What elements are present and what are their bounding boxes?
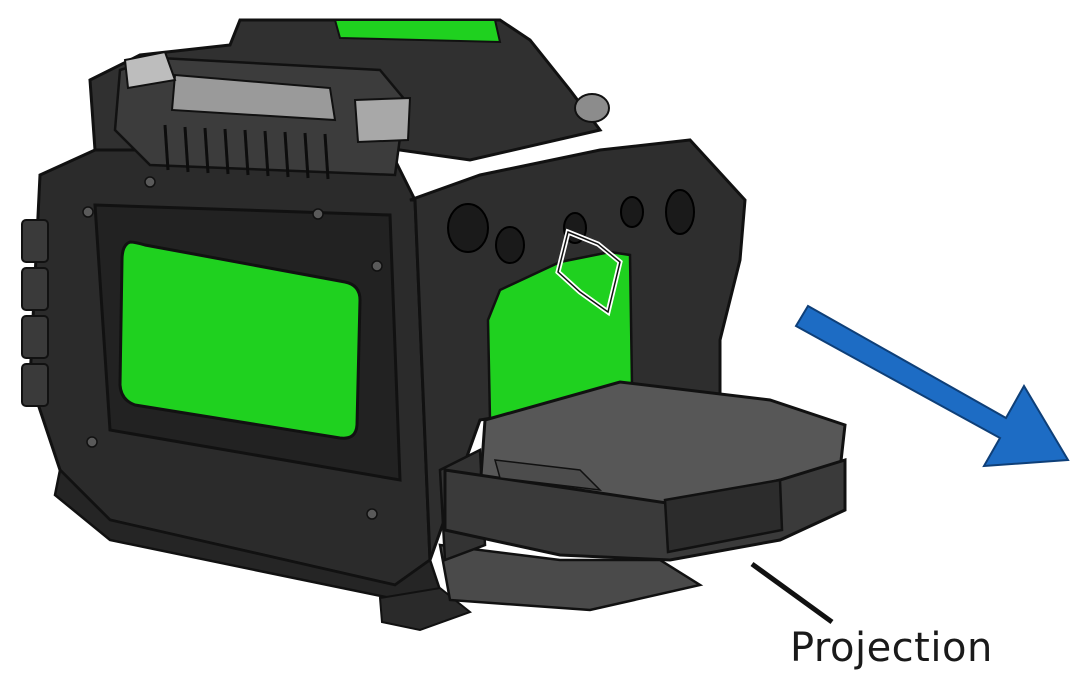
tray-front-tab (663, 478, 784, 554)
heater-ribs (163, 124, 330, 180)
right-green-window (486, 250, 634, 422)
front-panel (409, 138, 747, 561)
top-green-strip (333, 19, 502, 44)
arrow-down-right-icon (794, 304, 1070, 468)
left-grip-ribs (21, 219, 49, 407)
metal-clamps (123, 50, 412, 144)
right-knob (574, 93, 610, 123)
port-holes (447, 189, 695, 264)
callout-leader-line (750, 561, 834, 625)
projection-label: Projection (790, 625, 993, 671)
tray-lower-shelf (438, 543, 704, 612)
bottom-base (53, 467, 473, 632)
base-foot-left (378, 586, 473, 632)
projection-tray (438, 380, 847, 612)
left-green-screen (118, 240, 362, 440)
left-green-screen-frame (82, 176, 402, 520)
screws (82, 176, 383, 520)
